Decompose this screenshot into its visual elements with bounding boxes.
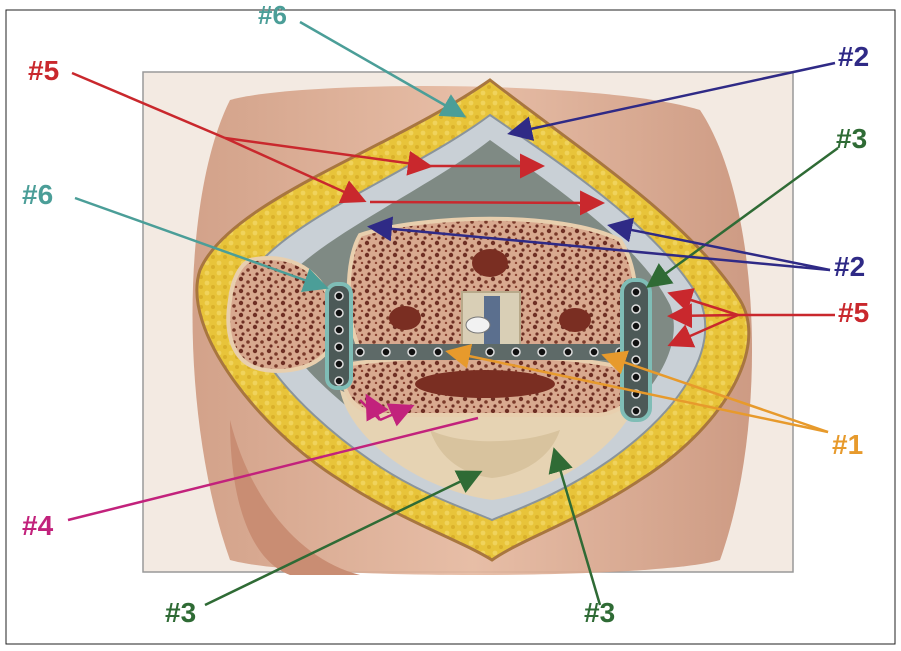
- vertebral-hole-right: [559, 308, 591, 332]
- lower-vertebral-hole: [415, 370, 555, 398]
- plate-hole: [632, 407, 640, 415]
- cord-highlight: [466, 317, 490, 333]
- plate-hole: [590, 348, 598, 356]
- plate-hole: [335, 326, 343, 334]
- plate-hole: [632, 373, 640, 381]
- plate-hole: [564, 348, 572, 356]
- plate-hole: [632, 305, 640, 313]
- plate-hole: [434, 348, 442, 356]
- arrow-5-right-c: [672, 315, 738, 316]
- plate-hole: [632, 288, 640, 296]
- plate-hole: [335, 292, 343, 300]
- plate-hole: [632, 356, 640, 364]
- plate-hole: [486, 348, 494, 356]
- arrow-5-red-e: [370, 202, 600, 203]
- plate-hole: [335, 360, 343, 368]
- label-4: #4: [22, 510, 54, 541]
- vertebral-hole-left: [389, 306, 421, 330]
- plate-hole: [335, 377, 343, 385]
- plate-hole: [512, 348, 520, 356]
- plate-hole: [356, 348, 364, 356]
- right-vertical-plate: [622, 280, 650, 420]
- plate-hole: [382, 348, 390, 356]
- plate-hole: [335, 309, 343, 317]
- plate-hole: [538, 348, 546, 356]
- label-6-top: #6: [258, 0, 287, 30]
- label-1: #1: [832, 429, 863, 460]
- plate-hole: [632, 322, 640, 330]
- label-6-left: #6: [22, 179, 53, 210]
- plate-hole: [408, 348, 416, 356]
- plate-hole: [335, 343, 343, 351]
- label-2-top: #2: [838, 41, 869, 72]
- label-5-top: #5: [28, 55, 59, 86]
- label-2-right: #2: [834, 251, 865, 282]
- plate-hole: [632, 339, 640, 347]
- label-3-bottom-left: #3: [165, 597, 196, 628]
- label-3-right: #3: [836, 123, 867, 154]
- vertebral-hole-top: [472, 249, 508, 277]
- label-3-bottom-right: #3: [584, 597, 615, 628]
- label-5-right: #5: [838, 297, 869, 328]
